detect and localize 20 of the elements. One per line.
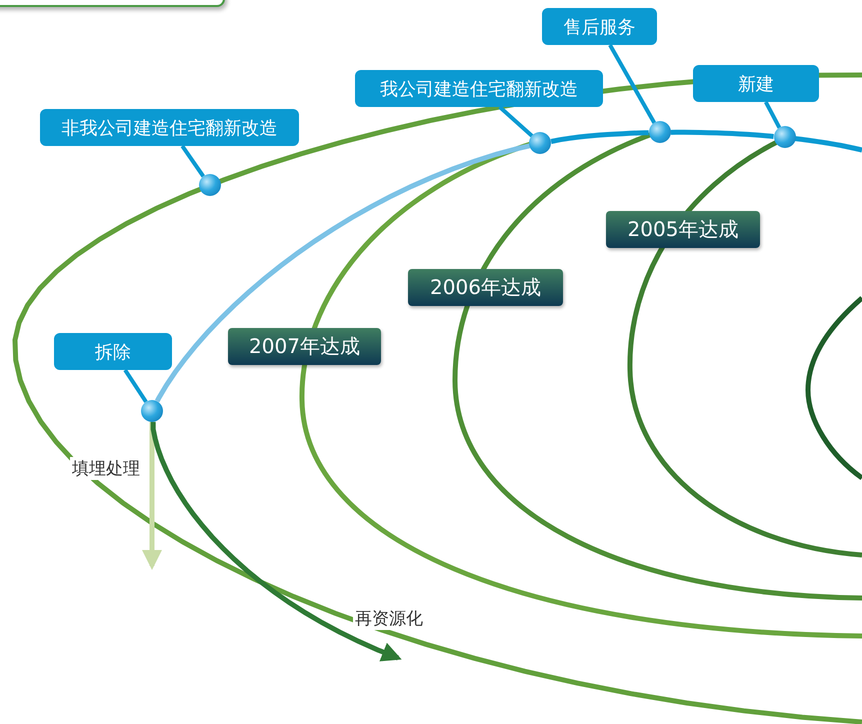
arrow-label: 再资源化 — [353, 607, 425, 630]
sphere-marker — [141, 400, 163, 422]
year-badge: 2005年达成 — [606, 211, 760, 248]
sphere-marker — [774, 126, 796, 148]
sphere-marker — [529, 132, 552, 154]
sphere-marker — [648, 121, 671, 144]
sphere-marker — [198, 174, 221, 196]
year-badge: 2007年达成 — [228, 328, 381, 365]
arrow — [150, 422, 402, 662]
curve-line — [550, 130, 649, 144]
callout-bubble: 非我公司建造住宅翻新改造 — [40, 109, 299, 146]
year-badge: 2006年达成 — [408, 269, 563, 306]
callout-bubble: 新建 — [693, 65, 819, 102]
callout-bubble: 拆除 — [54, 333, 172, 370]
callout-bubble: 售后服务 — [542, 8, 657, 45]
arrow — [142, 422, 162, 570]
curve-line — [670, 130, 774, 139]
curve-line — [154, 143, 530, 402]
arrow-label: 填埋处理 — [70, 457, 142, 480]
callout-bubble: 我公司建造住宅翻新改造 — [355, 70, 603, 107]
